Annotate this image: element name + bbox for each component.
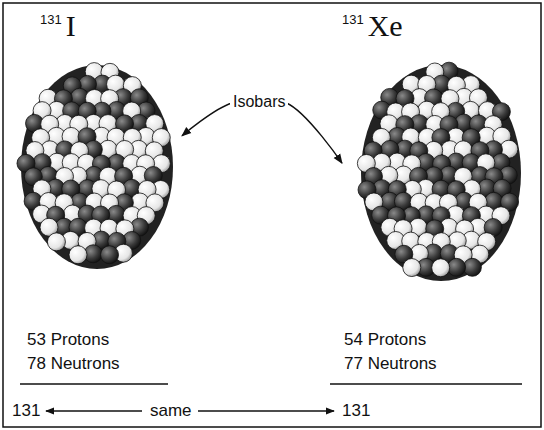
nucleus: 131Xe [342,8,532,290]
same-label: same [150,401,192,421]
proton-ball [463,258,481,276]
mass-number: 131 [40,12,62,28]
mass-number: 131 [12,401,40,421]
nucleus-core [361,65,521,281]
same-arrow [198,410,334,411]
neutron-count: 77 Neutrons [344,354,437,374]
nucleus: 131I [14,8,182,280]
mass-number: 131 [342,12,364,28]
nucleus-illustration [16,60,178,274]
proton-ball [448,258,466,276]
proton-count: 53 Protons [27,330,109,350]
proton-ball [101,246,119,264]
mass-number: 131 [342,401,370,421]
isotope-symbol: 131Xe [342,8,532,44]
sum-underline [20,383,168,385]
neutron-count: 78 Neutrons [27,354,120,374]
isotope-symbol: 131I [14,8,182,44]
neutron-ball [69,246,87,264]
proton-count: 54 Protons [344,330,426,350]
nucleus-illustration [356,60,526,286]
element-symbol: Xe [368,8,403,44]
edge-label: Isobars [230,92,288,112]
frame [3,3,541,427]
same-arrow [46,410,142,411]
sum-underline [330,383,522,385]
neutron-ball [432,259,450,277]
neutron-ball [403,259,421,277]
nucleus-core [21,65,173,269]
element-symbol: I [66,8,76,44]
neutron-ball [47,233,65,251]
